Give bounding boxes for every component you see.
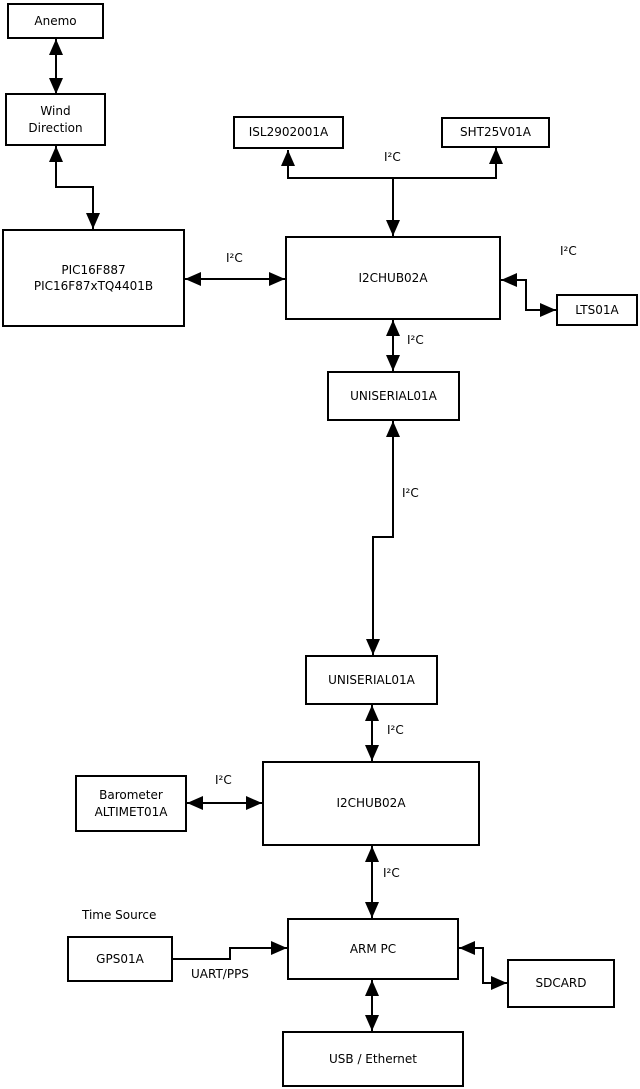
edge-barometer-hub2 — [187, 796, 262, 810]
node-lts01a: LTS01A — [556, 294, 638, 326]
node-uniserial01a-bottom: UNISERIAL01A — [305, 655, 438, 705]
node-anemo: Anemo — [7, 3, 104, 39]
edge-label-i2c-uniserial2-hub2: I²C — [387, 723, 404, 737]
node-uniserial01a-top-label: UNISERIAL01A — [350, 388, 437, 403]
node-barometer-line1: Barometer — [99, 788, 163, 803]
edge-armpc-sdcard — [459, 941, 507, 990]
label-time-source: Time Source — [82, 908, 157, 922]
node-pic16f887-line1: PIC16F887 — [61, 262, 126, 277]
edge-hub1-lts — [501, 273, 556, 317]
edge-label-i2c-barometer-hub2: I²C — [215, 773, 232, 787]
node-lts01a-label: LTS01A — [575, 302, 619, 317]
node-isl2902001a: ISL2902001A — [233, 116, 344, 149]
node-sdcard: SDCARD — [507, 959, 615, 1008]
node-sdcard-label: SDCARD — [535, 976, 587, 991]
node-pic16f887: PIC16F887 PIC16F87xTQ4401B — [2, 229, 185, 327]
node-barometer-line2: ALTIMET01A — [94, 804, 168, 819]
node-uniserial01a-bottom-label: UNISERIAL01A — [328, 672, 415, 687]
node-arm-pc: ARM PC — [287, 918, 459, 980]
edge-label-i2c-uniserial-link: I²C — [402, 486, 419, 500]
node-wind-direction-line1: Wind — [40, 104, 71, 119]
edge-label-i2c-pic-hub1: I²C — [226, 251, 243, 265]
node-gps01a-label: GPS01A — [96, 951, 144, 966]
edge-hub1-isl-sht — [281, 148, 503, 236]
node-wind-direction: Wind Direction — [5, 93, 106, 146]
node-i2chub02a-bottom: I2CHUB02A — [262, 761, 480, 846]
node-pic16f887-line2: PIC16F87xTQ4401B — [33, 279, 154, 293]
edge-anemo-wind — [49, 39, 63, 94]
edge-armpc-usb — [365, 980, 379, 1031]
node-gps01a: GPS01A — [67, 936, 173, 982]
edge-label-i2c-hub1-lts: I²C — [560, 244, 577, 258]
edge-hub1-uniserial1 — [386, 320, 400, 371]
edge-label-uart-pps: UART/PPS — [191, 967, 249, 981]
edge-pic-hub1 — [185, 272, 285, 286]
node-sht25v01a: SHT25V01A — [441, 117, 550, 148]
node-wind-direction-line2: Direction — [28, 120, 83, 135]
node-anemo-label: Anemo — [34, 13, 77, 28]
edge-gps-armpc — [173, 941, 287, 960]
node-barometer: Barometer ALTIMET01A — [75, 775, 187, 832]
node-i2chub02a-bottom-label: I2CHUB02A — [336, 796, 406, 811]
node-usb-ethernet: USB / Ethernet — [282, 1031, 464, 1087]
node-usb-ethernet-label: USB / Ethernet — [329, 1051, 417, 1066]
edge-label-i2c-hub2-armpc: I²C — [383, 866, 400, 880]
edge-wind-pic — [49, 146, 100, 229]
edge-hub2-armpc — [365, 846, 379, 918]
node-uniserial01a-top: UNISERIAL01A — [327, 371, 460, 421]
edge-label-i2c-hub1-uniserial1: I²C — [407, 333, 424, 347]
node-i2chub02a-top: I2CHUB02A — [285, 236, 501, 320]
edge-label-i2c-hub1-sensors: I²C — [384, 150, 401, 164]
node-i2chub02a-top-label: I2CHUB02A — [358, 270, 428, 285]
node-arm-pc-label: ARM PC — [349, 941, 397, 956]
edge-uniserial2-hub2 — [365, 705, 379, 761]
edge-uniserial1-uniserial2 — [366, 421, 400, 655]
node-isl2902001a-label: ISL2902001A — [248, 125, 329, 140]
node-sht25v01a-label: SHT25V01A — [460, 125, 531, 140]
